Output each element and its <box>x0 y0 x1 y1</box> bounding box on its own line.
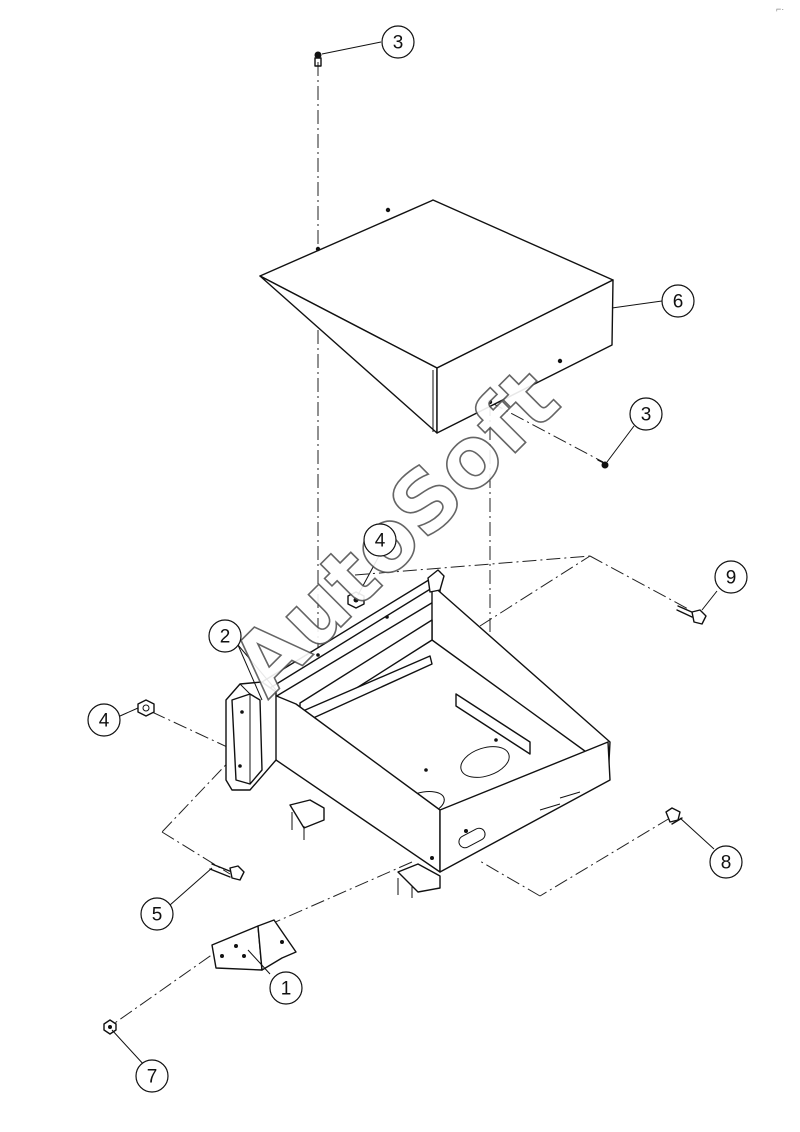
callout-4-mid-label: 4 <box>375 531 386 552</box>
corner-mark: ⌐· <box>776 4 784 14</box>
callout-5: 5 <box>140 897 174 931</box>
callout-3-top-label: 3 <box>393 33 404 54</box>
callout-4-mid: 4 <box>363 523 397 557</box>
callout-8: 8 <box>709 845 743 879</box>
callout-6: 6 <box>661 284 695 318</box>
callout-9: 9 <box>714 560 748 594</box>
callout-1: 1 <box>269 971 303 1005</box>
callout-8-label: 8 <box>721 853 732 874</box>
cover-part-6 <box>259 199 614 434</box>
nut-4-mid <box>347 591 365 609</box>
callout-5-label: 5 <box>152 905 163 926</box>
bolt-8 <box>665 807 683 825</box>
callout-3-right-label: 3 <box>641 405 652 426</box>
callout-1-label: 1 <box>281 979 292 1000</box>
callout-3-right: 3 <box>629 397 663 431</box>
callout-6-label: 6 <box>673 292 684 313</box>
screw-3-top <box>314 51 322 67</box>
bolt-5 <box>209 863 245 881</box>
screw-3-right <box>597 459 609 469</box>
angle-bracket-part-1 <box>211 919 297 971</box>
callout-4-left-label: 4 <box>99 711 110 732</box>
tray-assembly <box>261 569 611 898</box>
callout-3-top: 3 <box>381 25 415 59</box>
bracket-part-2 <box>225 681 277 791</box>
callout-7-label: 7 <box>147 1067 158 1088</box>
callout-4-left: 4 <box>87 703 121 737</box>
callout-2-label: 2 <box>220 627 231 648</box>
leader-lines <box>111 41 718 1067</box>
callout-9-label: 9 <box>726 568 737 589</box>
bolt-9 <box>676 605 707 625</box>
callout-2: 2 <box>208 619 242 653</box>
callout-7: 7 <box>135 1059 169 1093</box>
nut-4-left <box>137 699 155 717</box>
